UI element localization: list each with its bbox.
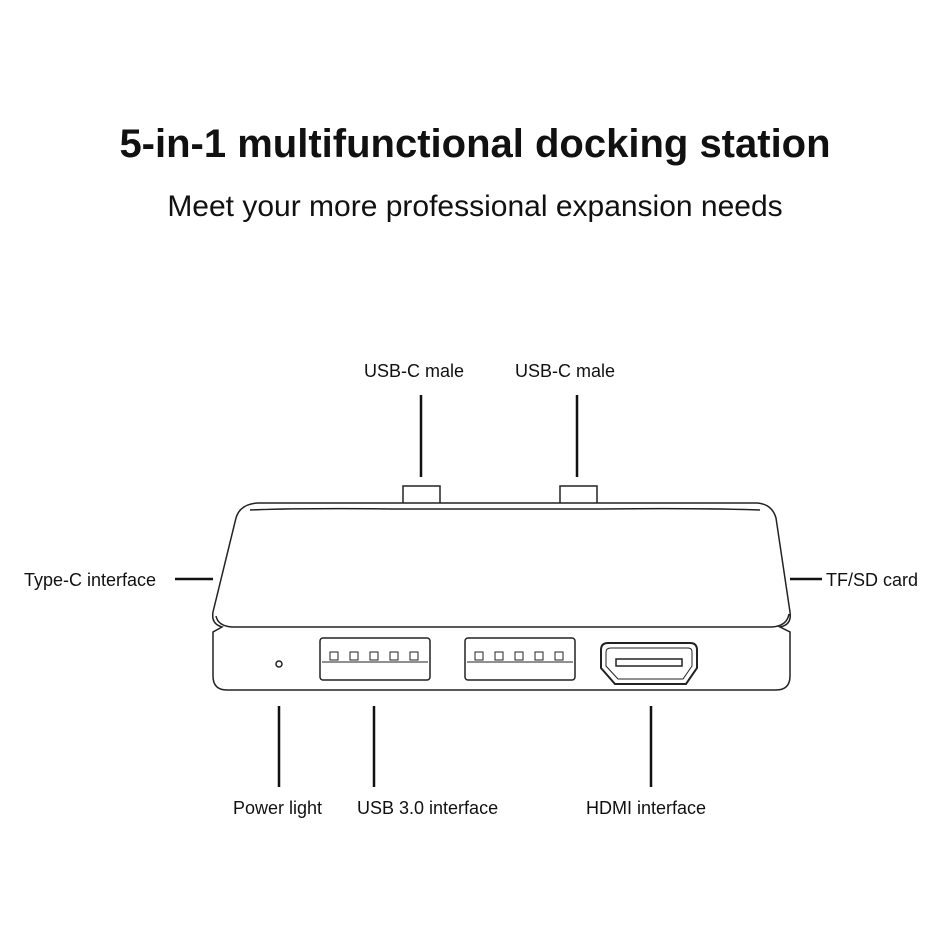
hdmi-port (600, 642, 698, 685)
label-usbc-male-left: USB-C male (364, 361, 465, 381)
label-power-light: Power light (233, 798, 323, 818)
label-tf-sd-card: TF/SD card (826, 570, 919, 590)
usbc-plug-left (402, 485, 441, 505)
hub-top-edge (249, 507, 761, 511)
page-subtitle: Meet your more professional expansion ne… (167, 190, 783, 223)
label-usb30-interface: USB 3.0 interface (357, 798, 499, 818)
hub-top-face (215, 613, 790, 628)
label-hdmi-interface: HDMI interface (586, 798, 707, 818)
label-typec-interface: Type-C interface (24, 570, 157, 590)
usb-port-2 (464, 637, 576, 681)
usbc-plug-right (559, 485, 598, 505)
label-usbc-male-right: USB-C male (515, 361, 616, 381)
power-light-indicator (275, 660, 283, 668)
page-title: 5-in-1 multifunctional docking station (119, 122, 831, 166)
leader-lines (175, 395, 822, 787)
usb-port-1 (319, 637, 431, 681)
